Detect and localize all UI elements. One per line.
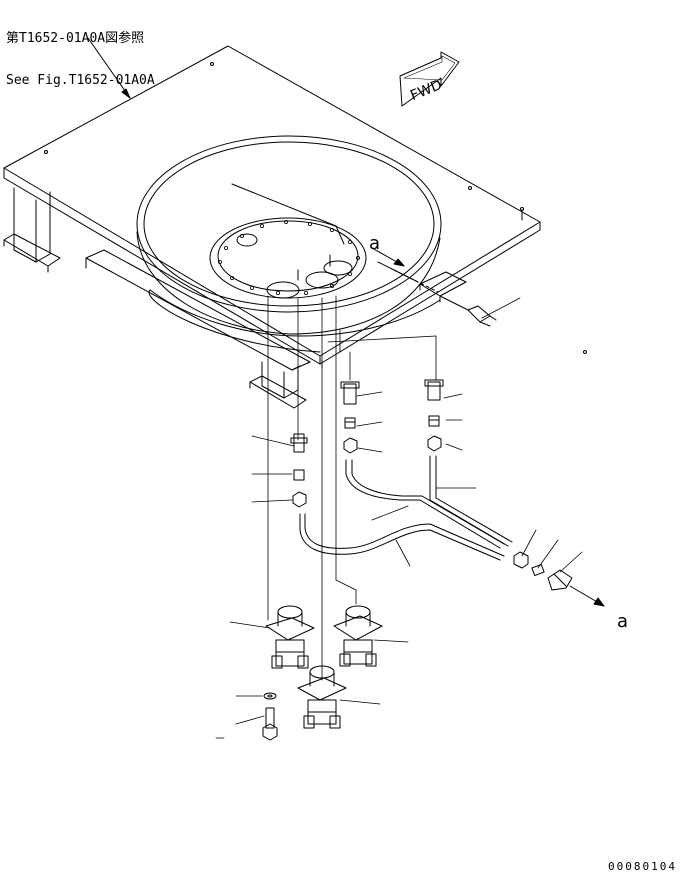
mounting-bracket	[377, 261, 467, 303]
elbow-fitting-left	[340, 381, 360, 405]
nut-left	[343, 437, 358, 454]
elbow-fitting-center	[290, 433, 308, 453]
reference-note: 第T1652-01A0A図参照 See Fig.T1652-01A0A	[6, 4, 155, 102]
nut-center	[292, 491, 307, 508]
bolt	[262, 707, 278, 741]
fwd-arrow-icon: FWD	[399, 51, 460, 107]
nut-right	[427, 435, 442, 452]
connector-right	[547, 569, 573, 591]
callout-a-right: a	[617, 611, 628, 632]
floor-stiffener	[85, 249, 311, 371]
center-lines	[267, 295, 437, 681]
sleeve-right	[428, 415, 440, 427]
reference-leader	[87, 37, 131, 99]
sleeve-end-right	[531, 564, 545, 576]
fwd-label: FWD	[408, 77, 444, 104]
valve-center	[297, 665, 347, 729]
leader-lines	[215, 297, 583, 739]
top-fitting	[439, 295, 497, 327]
tube-assembly	[299, 455, 513, 561]
callout-a-right-arrow	[569, 585, 605, 607]
support-leg-left	[3, 187, 61, 273]
washer	[263, 692, 277, 700]
sleeve-center	[293, 469, 305, 481]
reference-line-jp: 第T1652-01A0A図参照	[6, 31, 145, 46]
swing-bowl	[136, 135, 442, 353]
valve-right	[333, 605, 383, 667]
page-code: 00080104	[608, 860, 677, 873]
callout-a-top: a	[369, 233, 380, 254]
floor-plate	[3, 45, 587, 365]
valve-left	[265, 605, 315, 669]
bolt-hole-icon	[217, 219, 360, 295]
sleeve-left	[344, 417, 356, 429]
swing-circle	[209, 217, 367, 299]
reference-line-en: See Fig.T1652-01A0A	[6, 73, 155, 88]
callout-a-top-arrow	[371, 247, 405, 267]
tube-nut-right	[513, 551, 529, 569]
elbow-fitting-right	[424, 379, 444, 401]
